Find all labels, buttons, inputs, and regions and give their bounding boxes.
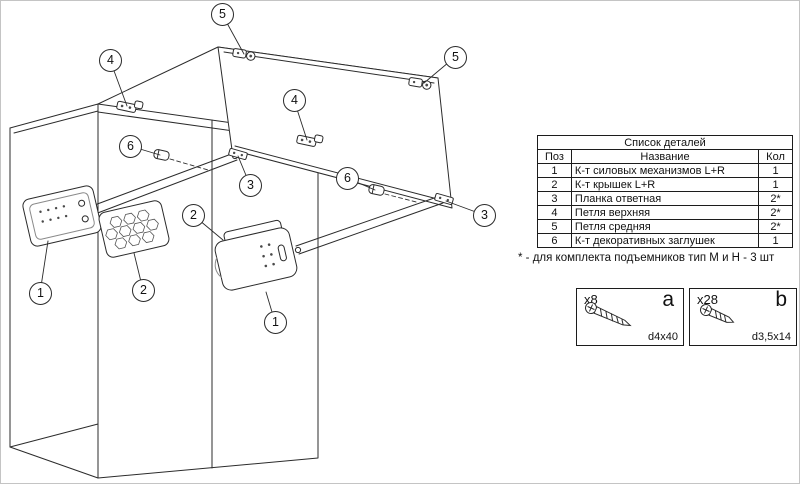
part-name: К-т силовых механизмов L+R	[570, 163, 760, 178]
table-row: 4 Петля верхняя 2*	[537, 205, 793, 220]
part-pos: 2	[537, 177, 572, 192]
table-row: 6 К-т декоративных заглушек 1	[537, 233, 793, 248]
cap-6-right	[368, 184, 385, 196]
hardware-box-a: x8 a d4x40	[576, 288, 684, 346]
callout-6: 6	[336, 167, 359, 190]
screw-icon	[585, 302, 632, 327]
part-qty: 2*	[758, 205, 793, 220]
table-title: Список деталей	[537, 135, 793, 150]
callout-4: 4	[99, 49, 122, 72]
hardware-box-b: x28 b d3,5x14	[689, 288, 797, 346]
part-qty: 2*	[758, 191, 793, 206]
plate-3-left	[228, 148, 248, 160]
mechanism-left	[22, 185, 102, 247]
parts-table: Список деталей Поз Название Кол 1 К-т си…	[537, 135, 793, 248]
screw-icon	[700, 304, 735, 323]
hinge-5-left	[232, 48, 256, 61]
part-name: К-т декоративных заглушек	[570, 233, 760, 248]
callout-3: 3	[239, 174, 262, 197]
part-pos: 1	[537, 163, 572, 178]
screw-size: d3,5x14	[751, 331, 791, 343]
part-qty: 2*	[758, 219, 793, 234]
callout-1: 1	[29, 282, 52, 305]
mechanism-mid	[214, 219, 298, 291]
part-qty: 1	[758, 163, 793, 178]
part-pos: 4	[537, 205, 572, 220]
screw-size: d4x40	[648, 331, 678, 343]
col-header-name: Название	[570, 149, 760, 164]
part-pos: 5	[537, 219, 572, 234]
table-header-row: Поз Название Кол	[537, 149, 793, 164]
callout-1: 1	[264, 311, 287, 334]
col-header-pos: Поз	[537, 149, 572, 164]
cover-honeycomb	[98, 200, 170, 258]
part-pos: 6	[537, 233, 572, 248]
table-row: 2 К-т крышек L+R 1	[537, 177, 793, 192]
table-title-row: Список деталей	[537, 135, 793, 150]
cap-6-left	[153, 149, 170, 161]
part-qty: 1	[758, 233, 793, 248]
callout-2: 2	[132, 279, 155, 302]
callout-5: 5	[211, 3, 234, 26]
hinge-4-right	[296, 134, 324, 147]
screw-letter: a	[662, 288, 674, 311]
part-name: Петля верхняя	[570, 205, 760, 220]
callout-5: 5	[444, 46, 467, 69]
col-header-qty: Кол	[758, 149, 793, 164]
part-name: К-т крышек L+R	[570, 177, 760, 192]
part-pos: 3	[537, 191, 572, 206]
part-qty: 1	[758, 177, 793, 192]
callout-2: 2	[182, 204, 205, 227]
table-row: 5 Петля средняя 2*	[537, 219, 793, 234]
lift-arm-left	[90, 152, 239, 215]
screw-count: x28	[697, 292, 718, 307]
hinge-4-left	[116, 100, 144, 113]
callout-4: 4	[283, 89, 306, 112]
assembly-dashes	[169, 158, 417, 203]
part-name: Петля средняя	[570, 219, 760, 234]
assembly-drawing	[9, 13, 485, 479]
part-name: Планка ответная	[570, 191, 760, 206]
callout-3: 3	[473, 204, 496, 227]
table-row: 3 Планка ответная 2*	[537, 191, 793, 206]
footnote: * - для комплекта подъемников тип М и Н …	[518, 252, 775, 264]
callout-6: 6	[119, 135, 142, 158]
screw-letter: b	[775, 288, 787, 311]
table-row: 1 К-т силовых механизмов L+R 1	[537, 163, 793, 178]
